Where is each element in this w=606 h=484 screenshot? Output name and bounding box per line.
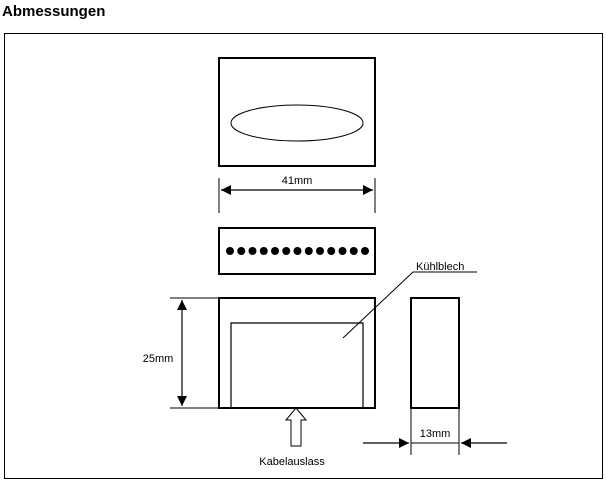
led-dot (237, 247, 246, 255)
top-view-outline (218, 57, 376, 167)
cable-outlet-marker: Kabelauslass (259, 407, 325, 468)
led-dot (259, 247, 268, 255)
heatsink-callout: Kühlblech (342, 261, 477, 339)
drawing-frame (4, 33, 603, 479)
led-dot (226, 247, 234, 255)
led-row (226, 247, 369, 255)
led-dot (293, 247, 302, 255)
led-dot (271, 247, 279, 255)
led-dot (248, 247, 257, 255)
led-dot (282, 247, 291, 255)
top-view-oval (230, 104, 364, 142)
led-dot (349, 247, 358, 255)
top-view (218, 57, 376, 167)
heatsink-label: Kühlblech (416, 261, 464, 273)
section-heading: Abmessungen (2, 3, 106, 20)
front-view (218, 227, 376, 275)
led-dot (361, 247, 369, 255)
front-view-outline (218, 227, 376, 275)
led-dot (304, 247, 313, 255)
depth-label: 13mm (420, 428, 451, 440)
heatsink-outline (230, 322, 364, 408)
side-view-outline (218, 297, 376, 409)
width-dimension: 41mm (218, 175, 376, 213)
led-dot (316, 247, 324, 255)
width-label: 41mm (282, 175, 313, 187)
cable-outlet-label: Kabelauslass (259, 456, 325, 468)
cable-outlet-arrow-icon (284, 407, 308, 447)
side-view (218, 297, 376, 409)
heatsink-leader (342, 271, 414, 339)
led-dot (327, 247, 336, 255)
height-dimension: 25mm (143, 297, 219, 409)
depth-view-outline (410, 297, 460, 409)
depth-view: 13mm (363, 297, 507, 455)
led-dot (338, 247, 347, 255)
height-label: 25mm (143, 353, 174, 365)
